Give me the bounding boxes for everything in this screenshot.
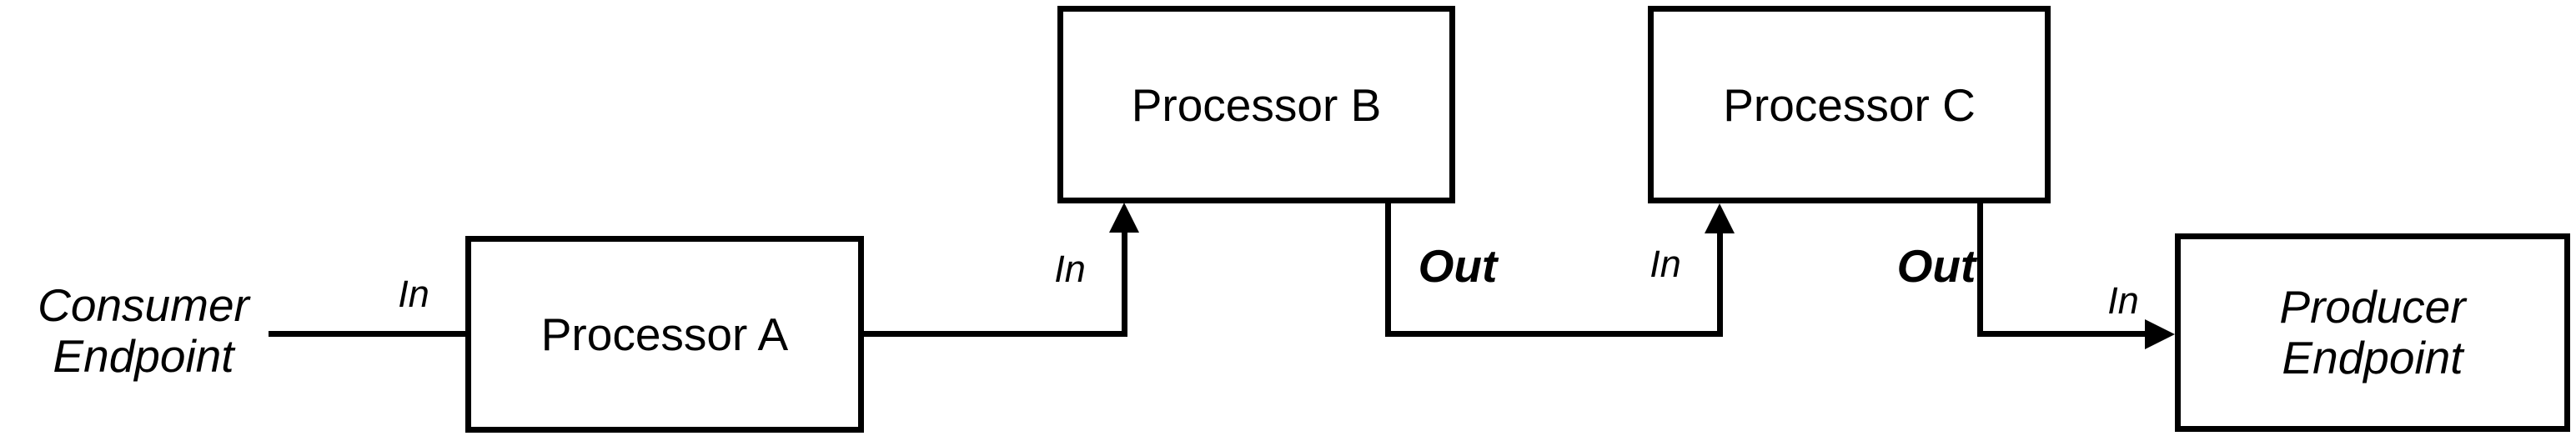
port-label-in-b: In	[1054, 248, 1086, 290]
connector-c-to-producer-horizontal	[1977, 331, 2148, 337]
port-label-in-c: In	[1650, 243, 1681, 285]
producer-endpoint-line2: Endpoint	[2282, 332, 2463, 383]
port-label-out-c: Out	[1896, 240, 1976, 292]
connector-a-to-b-horizontal	[858, 331, 1127, 337]
processor-c-box: Processor C	[1648, 6, 2051, 203]
connector-consumer-to-a	[269, 331, 471, 337]
consumer-endpoint-line2: Endpoint	[53, 330, 234, 382]
processor-b-box: Processor B	[1057, 6, 1455, 203]
connector-a-to-b-vertical	[1122, 223, 1127, 337]
processor-a-box: Processor A	[465, 236, 864, 433]
processor-b-label: Processor B	[1131, 78, 1382, 131]
connector-c-down-vertical	[1977, 201, 1983, 337]
processor-c-label: Processor C	[1723, 78, 1976, 131]
consumer-endpoint-label: Consumer Endpoint	[10, 280, 277, 382]
producer-endpoint-line1: Producer	[2279, 281, 2466, 333]
arrowhead-right-into-producer	[2145, 319, 2175, 349]
arrowhead-up-into-b	[1109, 203, 1139, 233]
connector-b-down-vertical	[1385, 200, 1391, 337]
producer-endpoint-box: Producer Endpoint	[2175, 233, 2570, 432]
arrowhead-up-into-c	[1705, 203, 1735, 233]
port-label-in-producer: In	[2107, 279, 2139, 322]
consumer-endpoint-line1: Consumer	[38, 279, 249, 331]
connector-b-to-c-horizontal	[1385, 331, 1723, 337]
connector-c-up-vertical	[1717, 223, 1723, 337]
port-label-out-b: Out	[1418, 240, 1498, 292]
processor-a-label: Processor A	[540, 308, 789, 360]
port-label-in-a: In	[398, 273, 429, 315]
